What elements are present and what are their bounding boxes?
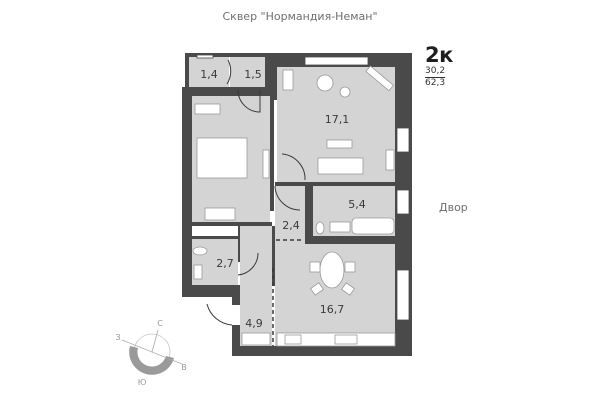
side-table-icon (339, 86, 351, 98)
dining-table-icon (319, 251, 345, 289)
compass-west: З (115, 333, 120, 342)
mirror-icon (262, 149, 270, 179)
room-area-kitchen: 16,7 (320, 303, 345, 316)
room-area-corridor: 2,4 (282, 219, 300, 232)
dresser-icon (194, 103, 221, 115)
hall-wardrobe-icon (241, 332, 271, 346)
bathtub-icon (351, 217, 395, 235)
chair-icon (341, 282, 355, 296)
furniture (192, 65, 396, 347)
hallway-lower-floor (242, 226, 272, 238)
room-area-wc: 2,7 (216, 257, 234, 270)
total-area: 62,3 (425, 78, 446, 88)
stove-icon (334, 334, 358, 345)
desk-icon (204, 207, 236, 221)
coffee-table-icon (326, 139, 353, 149)
apartment-summary: 2к 30,2 62,3 (425, 44, 475, 89)
courtyard-label: Двор (439, 201, 468, 214)
sofa-icon (317, 157, 364, 175)
room-area-storage-2: 1,5 (244, 68, 262, 81)
floors (189, 57, 395, 346)
zone-dividers (272, 239, 302, 346)
complex-title: Сквер "Нормандия-Неман" (222, 10, 378, 23)
room-labels: 1,4 1,5 17,1 5,4 2,4 2,7 4,9 16,7 (200, 68, 366, 330)
chair-icon (309, 261, 321, 273)
room-area-hallway: 4,9 (245, 317, 263, 330)
living-area: 30,2 (425, 66, 446, 78)
tv-stand-icon (365, 65, 394, 92)
compass-east: В (181, 363, 187, 372)
chair-icon (344, 261, 356, 273)
hallway-floor (240, 226, 272, 346)
chair-icon (310, 282, 324, 296)
compass-icon: С З В Ю (115, 319, 186, 387)
kitchen-sink-icon (284, 334, 302, 345)
toilet-icon (315, 221, 325, 235)
storage-1-floor (189, 57, 229, 87)
windows (196, 54, 410, 321)
compass-north: С (157, 319, 163, 328)
compass-south: Ю (138, 378, 147, 387)
wc-sink-icon (193, 264, 203, 280)
radiator-icon (385, 149, 395, 171)
armchair-icon (316, 74, 334, 92)
room-area-storage-1: 1,4 (200, 68, 218, 81)
sink-icon (329, 221, 351, 233)
wardrobe-icon (282, 69, 294, 91)
room-area-bathroom: 5,4 (348, 198, 366, 211)
room-area-living-room: 17,1 (325, 113, 350, 126)
bed-icon (196, 137, 248, 179)
corridor-floor (275, 186, 305, 244)
doors (206, 59, 306, 326)
storage-2-floor (230, 57, 265, 87)
apartment-type: 2к (425, 43, 453, 67)
wc-toilet-icon (192, 246, 208, 256)
